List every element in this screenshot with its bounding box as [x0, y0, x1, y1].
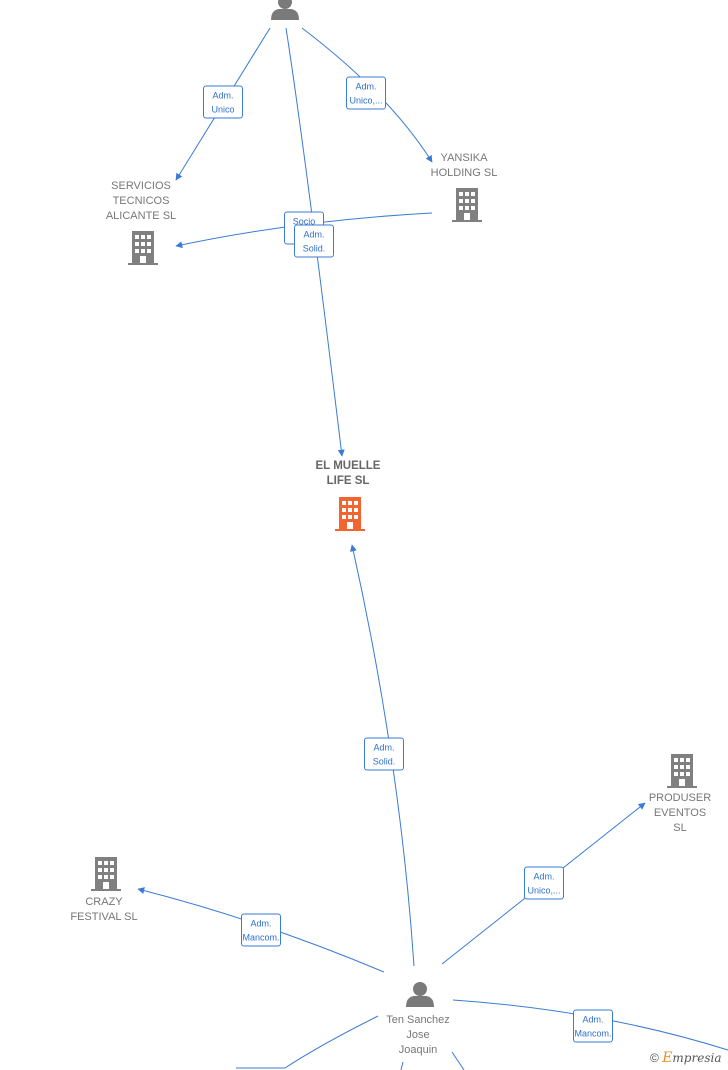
edge-label-top-el-muelle[interactable]: Adm. Solid. [294, 224, 334, 258]
edge-label-ten-sanchez-produser[interactable]: Adm. Unico,... [524, 866, 564, 900]
building-icon-focus[interactable] [335, 497, 365, 531]
node-label-crazy[interactable]: CRAZY FESTIVAL SL [70, 896, 138, 923]
node-label-ten-sanchez[interactable]: Ten Sanchez Jose Joaquin [386, 1014, 450, 1056]
copyright-symbol: © [650, 1051, 659, 1065]
building-icon[interactable] [452, 188, 482, 222]
brand-initial: E [662, 1050, 673, 1066]
node-label-produser[interactable]: PRODUSER EVENTOS SL [648, 792, 712, 834]
edge-label-ten-sanchez-crazy[interactable]: Adm. Mancom. [241, 913, 281, 947]
node-label-yansika[interactable]: YANSIKA HOLDING SL [430, 152, 498, 179]
building-icon[interactable] [91, 857, 121, 891]
edge-label-ten-sanchez-el-muelle[interactable]: Adm. Solid. [364, 737, 404, 771]
edge-top-to-el-muelle [285, 27, 345, 457]
person-icon[interactable] [406, 982, 434, 1007]
edge-label-ten-sanchez-offscreen[interactable]: Adm. Mancom. [573, 1009, 613, 1043]
building-icon[interactable] [128, 231, 158, 265]
edge-ten-sanchez-to-offscreen-bottom-right [451, 1051, 465, 1070]
building-icon[interactable] [667, 754, 697, 788]
edge-label-top-yansika[interactable]: Adm. Unico,... [346, 76, 386, 110]
edge-label-top-servicios[interactable]: Adm. Unico [203, 85, 243, 119]
brand-watermark: © Empresia [650, 1050, 721, 1066]
brand-name: mpresia [672, 1051, 722, 1065]
person-icon[interactable] [271, 0, 299, 20]
node-label-el-muelle[interactable]: EL MUELLE LIFE SL [315, 460, 381, 487]
edge-ten-sanchez-to-offscreen-bottom-left [236, 1015, 379, 1069]
node-label-servicios[interactable]: SERVICIOS TECNICOS ALICANTE SL [105, 180, 177, 222]
edge-ten-sanchez-to-offscreen-bottom [400, 1061, 404, 1070]
